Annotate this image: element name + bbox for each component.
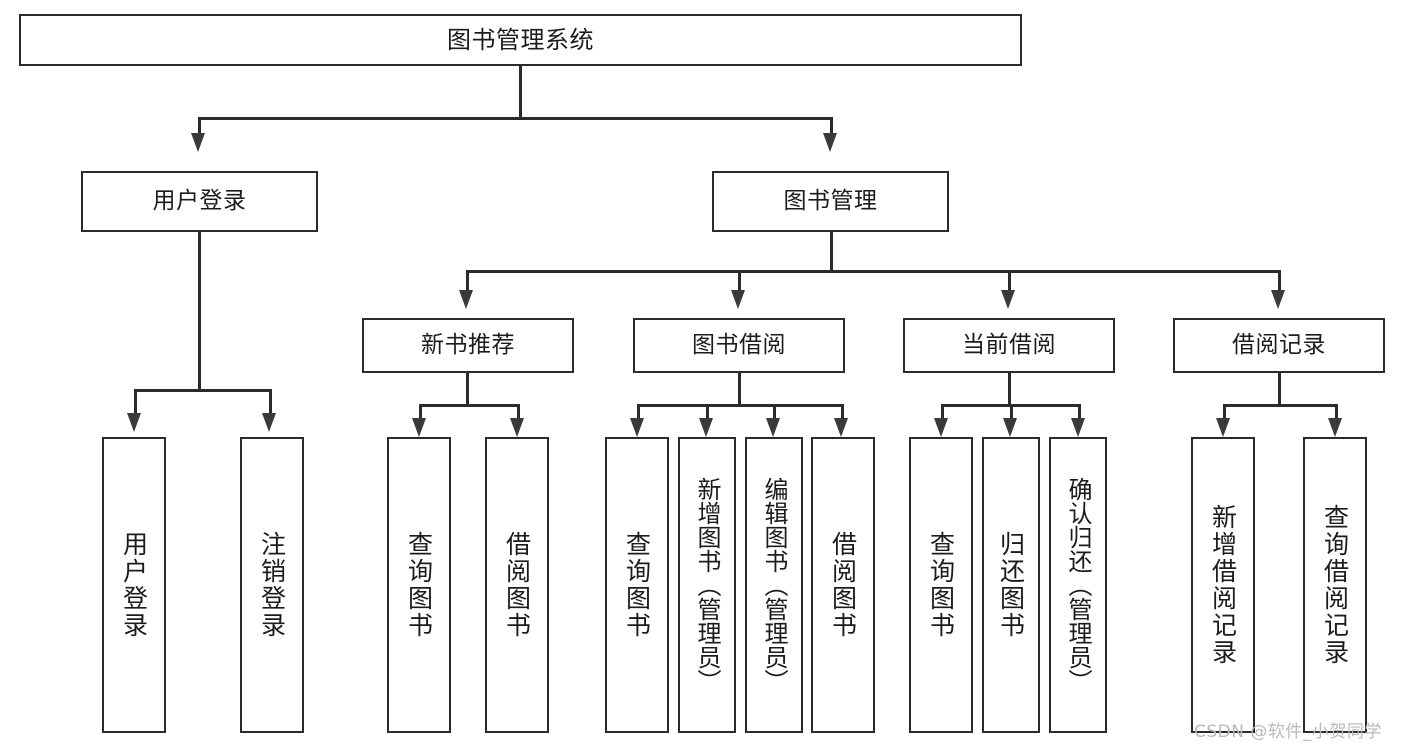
connector-userlogin-drop-1 (134, 389, 137, 415)
node-user-login[interactable]: 用户登录 (81, 171, 318, 232)
connector-nbr-stem (466, 373, 469, 406)
connector-nbr-drop-1 (419, 404, 422, 422)
leaf-add-record[interactable]: 新增借阅记录 (1191, 437, 1255, 733)
connector-cb-drop-1 (941, 404, 944, 422)
connector-br-drop-1 (1223, 404, 1226, 422)
leaf-user-login[interactable]: 用户登录 (102, 437, 166, 733)
arrow-to-leaf-query-book-2 (630, 418, 644, 437)
leaf-return-book[interactable]: 归还图书 (982, 437, 1040, 733)
node-label: 当前借阅 (962, 332, 1056, 358)
leaf-borrow-book-1[interactable]: 借阅图书 (485, 437, 549, 733)
node-label: 查询图书 (404, 531, 434, 639)
node-label: 用户登录 (119, 531, 149, 639)
arrow-to-leaf-query-book-1 (412, 418, 426, 437)
arrow-to-leaf-add-book (699, 418, 713, 437)
node-new-book-recommend[interactable]: 新书推荐 (362, 318, 574, 373)
node-label: 新增借阅记录 (1208, 504, 1238, 666)
node-book-borrow[interactable]: 图书借阅 (633, 318, 845, 373)
arrow-to-leaf-confirm-return (1071, 418, 1085, 437)
node-label: 确认归还（管理员） (1064, 477, 1092, 693)
arrow-to-leaf-query-record (1328, 418, 1342, 437)
arrow-to-leaf-borrow-book-2 (834, 418, 848, 437)
arrow-to-leaf-return-book (1003, 418, 1017, 437)
connector-bm-drop-3 (1008, 270, 1011, 292)
connector-nbr-bus (419, 404, 519, 407)
arrow-to-leaf-user-login (127, 413, 141, 432)
arrow-to-leaf-edit-book (766, 418, 780, 437)
connector-root-drop-right (830, 117, 833, 135)
leaf-logout[interactable]: 注销登录 (240, 437, 304, 733)
connector-bookmanage-bus (466, 270, 1281, 273)
connector-userlogin-stem (198, 232, 201, 391)
connector-userlogin-drop-2 (269, 389, 272, 415)
node-label: 新增图书（管理员） (693, 477, 721, 693)
arrow-to-leaf-borrow-book-1 (510, 418, 524, 437)
leaf-query-book-1[interactable]: 查询图书 (387, 437, 451, 733)
connector-bb-bus (637, 404, 843, 407)
node-label: 新书推荐 (421, 332, 515, 358)
node-label: 图书管理系统 (447, 26, 594, 54)
connector-bb-drop-1 (637, 404, 640, 422)
node-label: 注销登录 (257, 531, 287, 639)
node-label: 借阅记录 (1232, 332, 1326, 358)
arrow-to-user-login (191, 133, 205, 152)
connector-bookmanage-stem (830, 232, 833, 272)
arrow-to-borrow-record (1271, 290, 1285, 309)
leaf-query-book-2[interactable]: 查询图书 (605, 437, 669, 733)
node-book-manage[interactable]: 图书管理 (712, 171, 949, 232)
connector-root-drop-left (198, 117, 201, 135)
connector-root-bus (198, 117, 833, 120)
csdn-watermark: CSDN @软件_小贺同学 (1194, 722, 1382, 742)
arrow-to-leaf-add-record (1216, 418, 1230, 437)
node-borrow-record[interactable]: 借阅记录 (1173, 318, 1385, 373)
connector-cb-drop-3 (1078, 404, 1081, 422)
node-root-system[interactable]: 图书管理系统 (19, 14, 1022, 66)
leaf-add-book[interactable]: 新增图书（管理员） (678, 437, 736, 733)
connector-br-stem (1278, 373, 1281, 406)
arrow-to-leaf-logout (262, 413, 276, 432)
connector-bb-drop-3 (773, 404, 776, 422)
node-label: 借阅图书 (828, 531, 858, 639)
connector-bb-drop-4 (841, 404, 844, 422)
connector-userlogin-bus (134, 389, 269, 392)
leaf-confirm-return[interactable]: 确认归还（管理员） (1049, 437, 1107, 733)
arrow-to-book-borrow (731, 290, 745, 309)
node-label: 查询图书 (622, 531, 652, 639)
connector-bm-drop-2 (738, 270, 741, 292)
arrow-to-leaf-query-book-3 (934, 418, 948, 437)
node-label: 查询借阅记录 (1320, 504, 1350, 666)
node-label: 图书管理 (783, 188, 878, 214)
node-label: 用户登录 (152, 188, 247, 214)
connector-br-drop-2 (1335, 404, 1338, 422)
node-label: 图书借阅 (692, 332, 786, 358)
leaf-edit-book[interactable]: 编辑图书（管理员） (745, 437, 803, 733)
node-label: 借阅图书 (502, 531, 532, 639)
node-label: 编辑图书（管理员） (760, 477, 788, 693)
leaf-query-record[interactable]: 查询借阅记录 (1303, 437, 1367, 733)
node-label: 归还图书 (996, 531, 1026, 639)
leaf-borrow-book-2[interactable]: 借阅图书 (811, 437, 875, 733)
connector-bm-drop-4 (1278, 270, 1281, 292)
connector-root-stem (519, 66, 522, 118)
arrow-to-book-manage (823, 133, 837, 152)
connector-nbr-drop-2 (517, 404, 520, 422)
connector-cb-drop-2 (1010, 404, 1013, 422)
connector-bm-drop-1 (466, 270, 469, 292)
arrow-to-current-borrow (1001, 290, 1015, 309)
connector-bb-drop-2 (706, 404, 709, 422)
connector-bb-stem (738, 373, 741, 406)
arrow-to-new-book-recommend (459, 290, 473, 309)
connector-cb-stem (1008, 373, 1011, 406)
connector-br-bus (1223, 404, 1337, 407)
leaf-query-book-3[interactable]: 查询图书 (909, 437, 973, 733)
node-current-borrow[interactable]: 当前借阅 (903, 318, 1115, 373)
node-label: 查询图书 (926, 531, 956, 639)
